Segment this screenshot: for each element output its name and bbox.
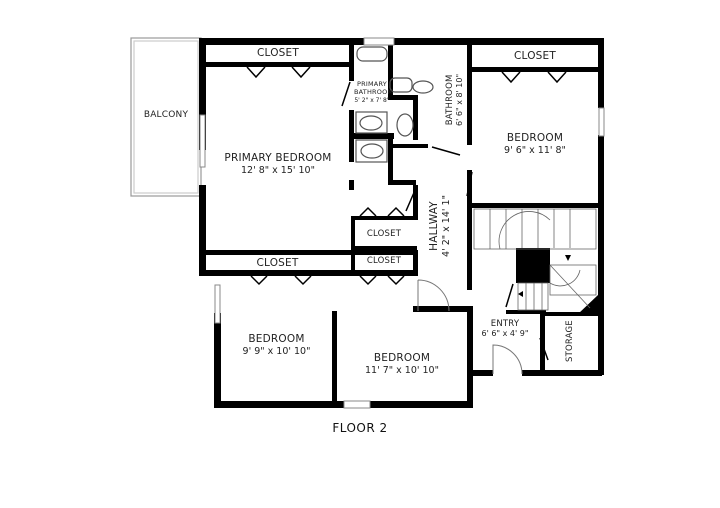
room-name: PRIMARY BEDROOM (224, 152, 332, 164)
room-dimensions: 12' 8" x 15' 10" (241, 164, 315, 176)
room-entry: ENTRY 6' 6" x 4' 9" (473, 319, 537, 339)
room-name: CLOSET (514, 50, 556, 62)
stair-arrows (518, 255, 571, 297)
room-hall-closet-2: CLOSET (355, 256, 413, 266)
room-bedroom-sw: BEDROOM 9' 9" x 10' 10" (221, 333, 332, 357)
room-balcony: BALCONY (131, 110, 201, 121)
swing-doors (341, 81, 549, 361)
room-name: BEDROOM (248, 333, 305, 345)
walls (199, 38, 604, 408)
room-name: HALLWAY (428, 201, 441, 251)
room-name: ENTRY (490, 319, 520, 329)
room-name: CLOSET (366, 256, 402, 266)
room-name: BATHROOM (445, 74, 456, 126)
room-name: BEDROOM (373, 352, 431, 364)
closet-doors (246, 66, 567, 286)
room-bedroom-ne-closet: CLOSET (472, 50, 598, 63)
bath-fixtures (355, 46, 434, 163)
room-dimensions: 9' 6" x 11' 8" (504, 144, 566, 156)
windows (199, 37, 605, 409)
room-primary-bathroom: PRIMARY BATHROOM 5' 2" x 7' 8" (354, 80, 394, 104)
room-bathroom: BATHROOM 6' 6" x 8' 10" (445, 60, 465, 140)
door-arcs (417, 279, 523, 375)
room-primary-bedroom: PRIMARY BEDROOM 12' 8" x 15' 10" (206, 152, 350, 176)
room-primary-closet: CLOSET (206, 47, 350, 60)
room-name: BEDROOM (506, 132, 564, 144)
room-name: CLOSET (256, 257, 299, 269)
room-name: CLOSET (366, 229, 402, 239)
room-bedroom-s: BEDROOM 11' 7" x 10' 10" (337, 352, 467, 376)
room-dimensions: 11' 7" x 10' 10" (365, 364, 439, 376)
room-hall-closet-1: CLOSET (355, 229, 413, 239)
room-name: CLOSET (257, 47, 299, 59)
room-storage: STORAGE (565, 311, 575, 371)
room-name-line2: BATHROOM (354, 87, 394, 96)
room-name-line1: PRIMARY (357, 80, 387, 88)
room-dimensions: 6' 6" x 4' 9" (481, 329, 529, 339)
staircase (473, 208, 597, 311)
room-bedroom-ne: BEDROOM 9' 6" x 11' 8" (472, 132, 598, 156)
room-long-closet: CLOSET (206, 257, 349, 270)
room-name: BALCONY (143, 110, 189, 120)
room-hallway: HALLWAY 4' 2" x 14' 1" (428, 186, 452, 266)
room-dimensions: 9' 9" x 10' 10" (242, 345, 311, 357)
room-dimensions: 5' 2" x 7' 8" (354, 96, 390, 104)
room-dimensions: 4' 2" x 14' 1" (440, 195, 452, 257)
room-dimensions: 6' 6" x 8' 10" (455, 73, 465, 126)
room-name: STORAGE (564, 320, 575, 363)
floor-label: FLOOR 2 (332, 421, 388, 435)
